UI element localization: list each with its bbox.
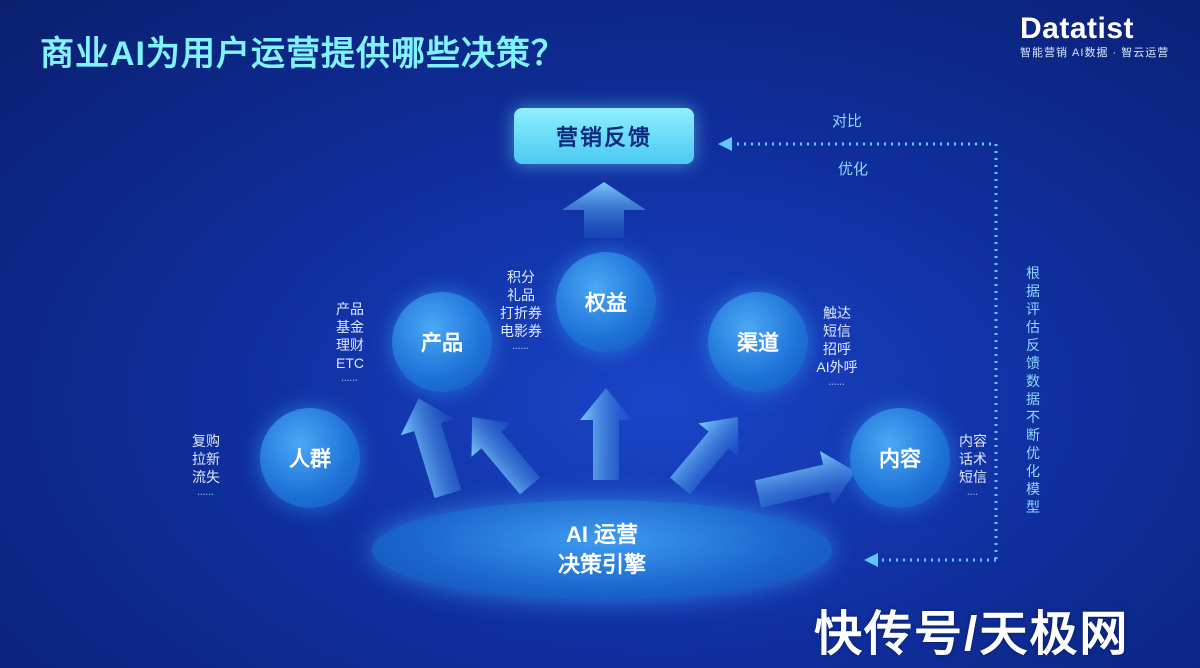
- loop-arrowhead-engine: [864, 553, 878, 567]
- node-product: 产品: [392, 292, 492, 392]
- arrow-engine-to-content: [754, 450, 856, 508]
- arrow-engine-to-product: [471, 417, 540, 495]
- node-channel: 渠道: [708, 292, 808, 392]
- detail-item: 短信: [823, 323, 851, 339]
- detail-item: 流失: [192, 469, 220, 485]
- detail-item: AI外呼: [816, 359, 858, 375]
- node-content: 内容: [850, 408, 950, 508]
- detail-item: 积分: [507, 269, 535, 285]
- node-rights: 权益: [556, 252, 656, 352]
- detail-dots: ••••: [967, 492, 979, 498]
- node-crowd: 人群: [260, 408, 360, 508]
- product-details: 产品 基金 理财 ETC ••••••: [330, 300, 370, 390]
- page-title: 商业AI为用户运营提供哪些决策？: [40, 35, 566, 73]
- detail-item: 产品: [336, 301, 364, 317]
- crowd-details: 复购 拉新 流失 ••••••: [186, 432, 226, 504]
- content-details: 内容 话术 短信 ••••: [956, 432, 990, 504]
- detail-item: 内容: [959, 433, 987, 449]
- detail-dots: ••••••: [512, 346, 530, 352]
- arrow-engine-to-rights: [580, 388, 632, 480]
- logo-main-text: Datatist: [1020, 12, 1135, 45]
- feedback-loop-line: [730, 142, 998, 562]
- detail-item: 礼品: [507, 287, 535, 303]
- detail-item: 理财: [336, 337, 364, 353]
- detail-item: 基金: [336, 319, 364, 335]
- watermark: 快传号/天极网: [814, 608, 1130, 661]
- detail-dots: ••••••: [341, 378, 359, 384]
- detail-dots: ••••••: [197, 492, 215, 498]
- detail-item: 电影券: [500, 323, 542, 339]
- marketing-feedback-box: 营销反馈: [514, 108, 694, 164]
- detail-item: 触达: [823, 305, 851, 321]
- loop-compare-label: 对比: [832, 113, 863, 130]
- datatist-logo: Datatist 智能营销 AI数据 · 智云运营: [1020, 12, 1170, 60]
- logo-sub-text: 智能营销 AI数据 · 智云运营: [1020, 47, 1170, 59]
- rights-details: 积分 礼品 打折券 电影券 ••••••: [498, 268, 544, 358]
- channel-details: 触达 短信 招呼 AI外呼 ••••••: [814, 304, 860, 394]
- arrow-engine-to-channel: [670, 417, 739, 495]
- detail-item: 招呼: [823, 341, 851, 357]
- loop-arrowhead-left: [718, 137, 732, 151]
- arrow-up-to-feedback: [562, 182, 646, 238]
- loop-optimize-label: 优化: [838, 161, 869, 178]
- detail-item: 话术: [959, 451, 987, 467]
- detail-item: 复购: [192, 433, 220, 449]
- detail-item: 打折券: [500, 305, 542, 321]
- engine-line1: AI 运营: [565, 522, 639, 547]
- engine-line2: 决策引擎: [557, 552, 646, 577]
- detail-item: 拉新: [192, 451, 220, 467]
- detail-item: 短信: [959, 469, 987, 485]
- loop-vertical-label: 根据评估反馈数据不断优化模型: [1026, 265, 1040, 515]
- arrow-engine-to-crowd: [400, 398, 462, 499]
- detail-item: ETC: [336, 355, 364, 371]
- detail-dots: ••••••: [828, 382, 846, 388]
- ai-decision-engine: AI 运营 决策引擎: [372, 500, 832, 600]
